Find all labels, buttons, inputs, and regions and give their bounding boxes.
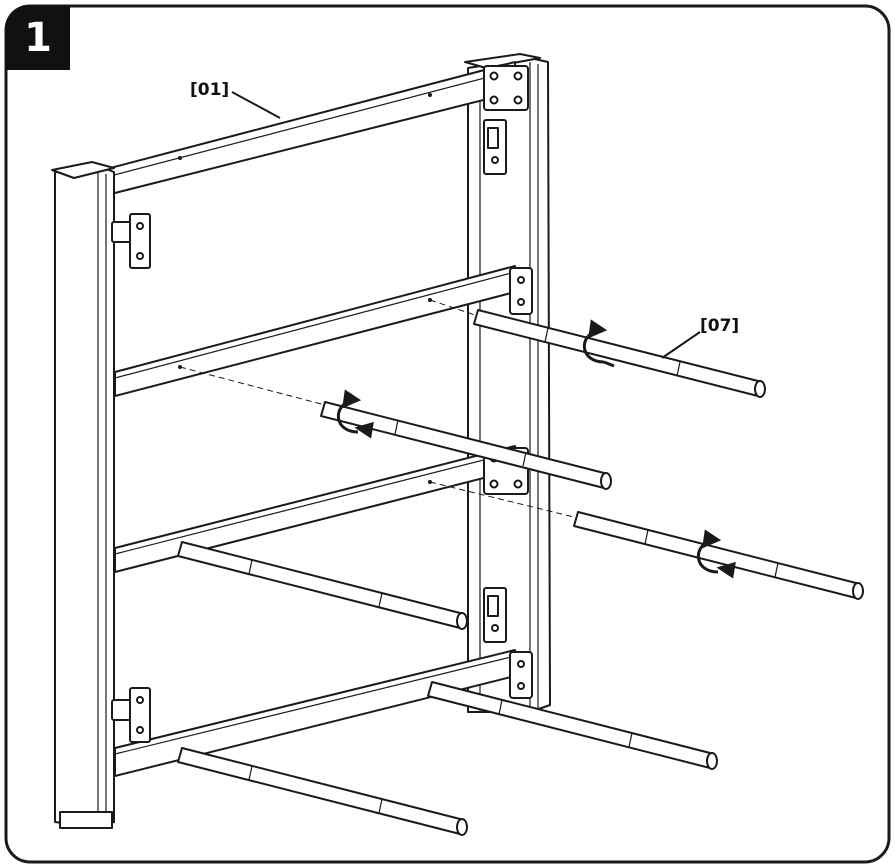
rod-lower-right <box>573 511 864 600</box>
hinge-upper-right <box>483 119 507 175</box>
rod-installed-bottom-right <box>427 681 718 770</box>
hinge-lower-left <box>111 687 151 743</box>
right-leg-post <box>464 53 551 713</box>
hinge-lower-right <box>483 587 507 643</box>
leader-line-01 <box>231 91 281 119</box>
step-number-badge: 1 <box>6 6 70 70</box>
rotate-arrow-icon <box>582 319 615 368</box>
alignment-lines <box>179 299 579 519</box>
left-leg-post <box>51 161 115 829</box>
rod-center <box>320 401 612 490</box>
bottom-rail <box>114 649 533 777</box>
rotate-arrow-icon <box>336 389 374 439</box>
part-label-07: [07] <box>700 316 740 336</box>
rotate-arrow-icon <box>696 529 736 579</box>
leader-line-07 <box>661 331 701 359</box>
rod-upper-right <box>473 309 766 398</box>
rod-installed-middle <box>177 541 468 630</box>
rod-installed-bottom-left <box>177 747 468 836</box>
part-label-01: [01] <box>190 80 230 100</box>
hinge-upper-left <box>111 213 151 269</box>
